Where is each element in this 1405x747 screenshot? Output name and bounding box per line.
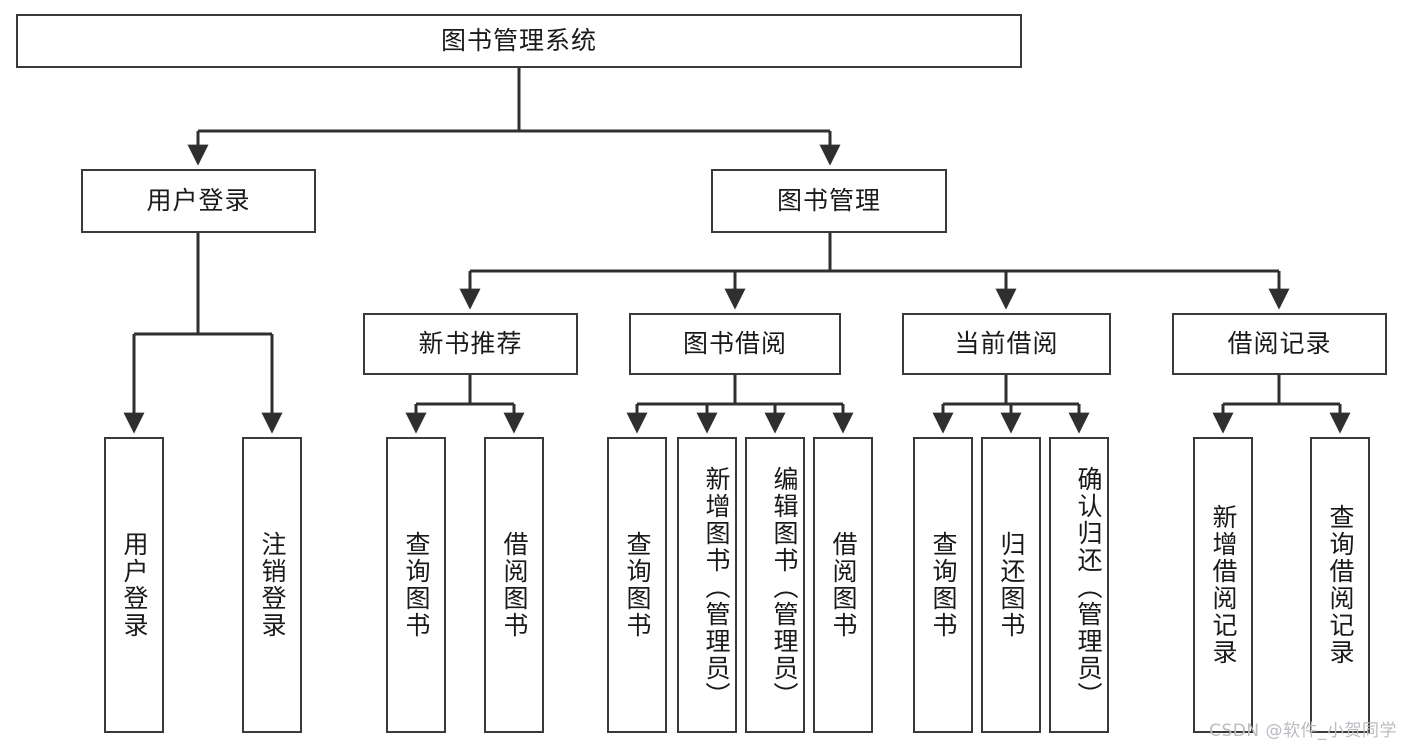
node-leaf-borrow-book[interactable]: 借阅图书 — [813, 437, 873, 733]
node-leaf-add-book-admin[interactable]: 新增图书（管理员） — [677, 437, 737, 733]
node-leaf-add-borrow-record[interactable]: 新增借阅记录 — [1193, 437, 1253, 733]
node-leaf-query-book-recommend[interactable]: 查询图书 — [386, 437, 446, 733]
node-leaf-logout[interactable]: 注销登录 — [242, 437, 302, 733]
node-current-borrow[interactable]: 当前借阅 — [902, 313, 1111, 375]
node-leaf-confirm-return-admin[interactable]: 确认归还（管理员） — [1049, 437, 1109, 733]
node-leaf-user-login[interactable]: 用户登录 — [104, 437, 164, 733]
node-borrow-record[interactable]: 借阅记录 — [1172, 313, 1387, 375]
node-leaf-query-borrow-record[interactable]: 查询借阅记录 — [1310, 437, 1370, 733]
node-new-book-recommend[interactable]: 新书推荐 — [363, 313, 578, 375]
node-leaf-return-book[interactable]: 归还图书 — [981, 437, 1041, 733]
node-leaf-query-book-current[interactable]: 查询图书 — [913, 437, 973, 733]
node-user-login[interactable]: 用户登录 — [81, 169, 316, 233]
node-leaf-query-book-borrow[interactable]: 查询图书 — [607, 437, 667, 733]
node-leaf-borrow-book-recommend[interactable]: 借阅图书 — [484, 437, 544, 733]
node-book-borrow[interactable]: 图书借阅 — [629, 313, 841, 375]
node-leaf-edit-book-admin[interactable]: 编辑图书（管理员） — [745, 437, 805, 733]
csdn-watermark: CSDN @软件_小贺同学 — [1209, 721, 1397, 741]
node-book-management[interactable]: 图书管理 — [711, 169, 947, 233]
node-root-book-management-system[interactable]: 图书管理系统 — [16, 14, 1022, 68]
